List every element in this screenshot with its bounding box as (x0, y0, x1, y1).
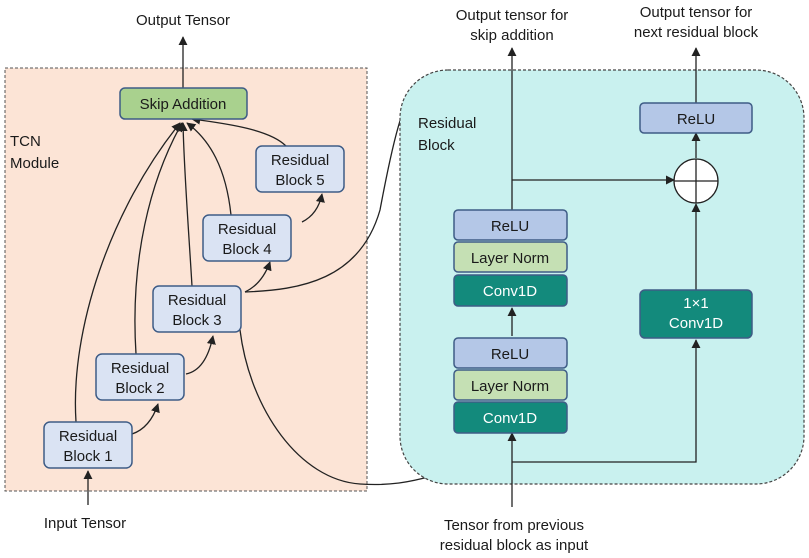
svg-text:Conv1D: Conv1D (483, 410, 537, 427)
lower-relu-node: ReLU (453, 337, 568, 369)
addition-circle-icon (673, 158, 719, 204)
svg-text:Skip Addition: Skip Addition (140, 96, 227, 113)
svg-text:Layer Norm: Layer Norm (471, 378, 549, 395)
tcn-connections (74, 81, 433, 505)
right-relu-node: ReLU (639, 102, 753, 134)
upper-layer-norm-node: Layer Norm (453, 241, 568, 273)
svg-text:ReLU: ReLU (491, 346, 529, 363)
svg-text:Conv1D: Conv1D (483, 283, 537, 300)
svg-text:ReLU: ReLU (491, 218, 529, 235)
lower-conv1d-node: Conv1D (453, 401, 568, 434)
input-tensor-label: Input Tensor (44, 515, 126, 532)
upper-relu-node: ReLU (453, 209, 568, 241)
output-tensor-label: Output Tensor (136, 12, 230, 29)
skip-addition-node: Skip Addition (119, 87, 248, 120)
upper-conv1d-node: Conv1D (453, 274, 568, 307)
svg-text:Layer Norm: Layer Norm (471, 250, 549, 267)
lower-layer-norm-node: Layer Norm (453, 369, 568, 401)
tcn-module-panel (4, 67, 368, 492)
svg-text:ReLU: ReLU (677, 111, 715, 128)
residual-connections (507, 47, 701, 507)
